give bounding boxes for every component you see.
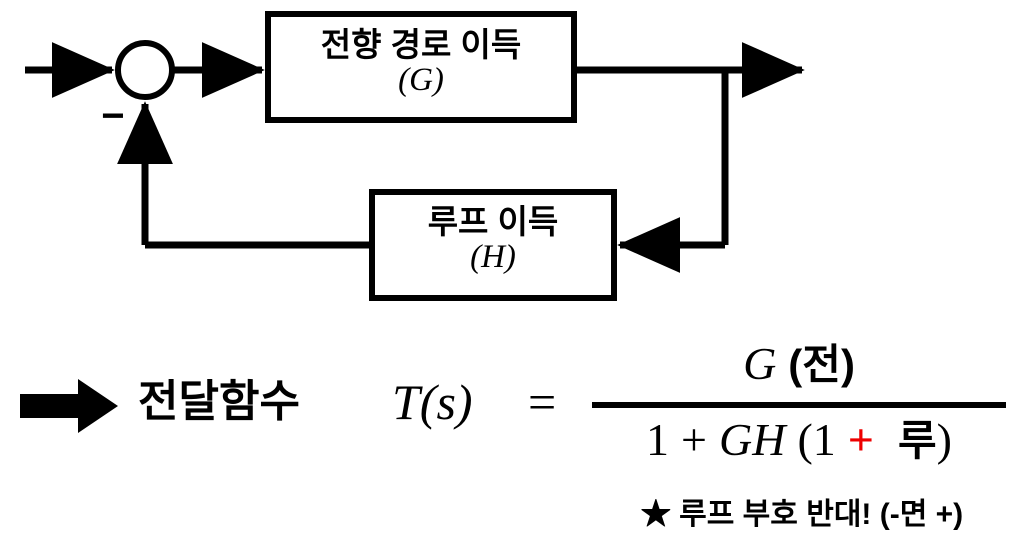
transfer-function-formula: 전달함수 T(s) = G(전) 1+GH(1+루)	[0, 330, 1024, 490]
denominator-annotation: 루	[897, 417, 937, 464]
tf-symbol-text: T(s)	[392, 374, 473, 430]
equals-sign: =	[528, 377, 556, 427]
fraction-bar	[592, 402, 1006, 408]
fraction-denominator: 1+GH(1+루)	[592, 416, 1006, 463]
loop-gain-block	[369, 189, 617, 301]
transfer-function-fraction: G(전) 1+GH(1+루)	[592, 340, 1006, 463]
transfer-function-label: 전달함수	[138, 377, 300, 426]
denominator-inner-one: 1	[812, 414, 836, 465]
summing-junction-minus-sign: −	[101, 94, 125, 138]
denominator-paren-open: (	[797, 414, 813, 465]
denominator-one: 1	[646, 414, 670, 465]
transfer-function-symbol: T(s)	[392, 377, 473, 427]
numerator-annotation-close: )	[840, 341, 855, 388]
forward-path-gain-block	[265, 11, 577, 123]
denominator-gh: GH	[718, 414, 786, 465]
summing-junction-circle	[115, 40, 175, 100]
numerator-annotation-open: (	[788, 341, 803, 388]
numerator-symbol: G	[743, 338, 777, 389]
conclusion-arrow-icon	[20, 379, 118, 433]
denominator-plus: +	[681, 414, 707, 465]
loop-sign-note: ★ 루프 부호 반대! (-면 +)	[640, 498, 964, 531]
numerator-annotation: 전	[802, 341, 841, 388]
denominator-inner-plus: +	[847, 414, 874, 465]
denominator-paren-close: )	[936, 414, 952, 465]
equals-glyph: =	[528, 374, 557, 430]
fraction-numerator: G(전)	[592, 340, 1006, 396]
